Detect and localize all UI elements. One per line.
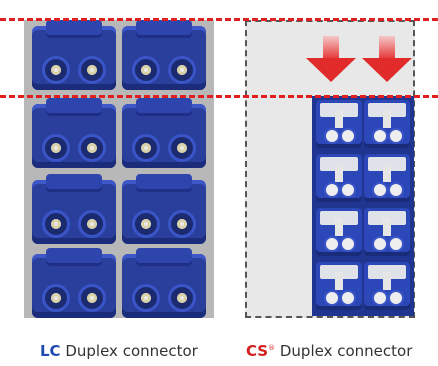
cs-connector bbox=[316, 100, 362, 148]
lc-connector bbox=[122, 248, 206, 318]
bottom-guide-line bbox=[0, 95, 438, 98]
cs-connector bbox=[316, 154, 362, 202]
lc-abbr: LC bbox=[40, 342, 61, 360]
cs-caption: CS® Duplex connector bbox=[246, 342, 412, 360]
lc-caption-text: Duplex connector bbox=[60, 342, 198, 360]
lc-connector bbox=[32, 174, 116, 244]
lc-connector bbox=[32, 20, 116, 90]
lc-connector bbox=[122, 20, 206, 90]
top-guide-line bbox=[0, 18, 438, 21]
lc-caption: LC Duplex connector bbox=[40, 342, 198, 360]
cs-abbr: CS bbox=[246, 342, 269, 360]
cs-connector bbox=[316, 262, 362, 310]
lc-connector bbox=[122, 98, 206, 168]
lc-connector bbox=[32, 248, 116, 318]
cs-caption-text: Duplex connector bbox=[275, 342, 413, 360]
lc-connector bbox=[122, 174, 206, 244]
cs-connector-block bbox=[312, 96, 414, 316]
cs-connector bbox=[316, 208, 362, 256]
down-arrow-icon bbox=[362, 36, 412, 82]
cs-connector bbox=[364, 208, 410, 256]
cs-connector bbox=[364, 154, 410, 202]
down-arrow-icon bbox=[306, 36, 356, 82]
lc-connector bbox=[32, 98, 116, 168]
cs-connector bbox=[364, 262, 410, 310]
cs-connector bbox=[364, 100, 410, 148]
registered-mark: ® bbox=[268, 344, 276, 352]
lc-connector-panel bbox=[24, 20, 214, 318]
